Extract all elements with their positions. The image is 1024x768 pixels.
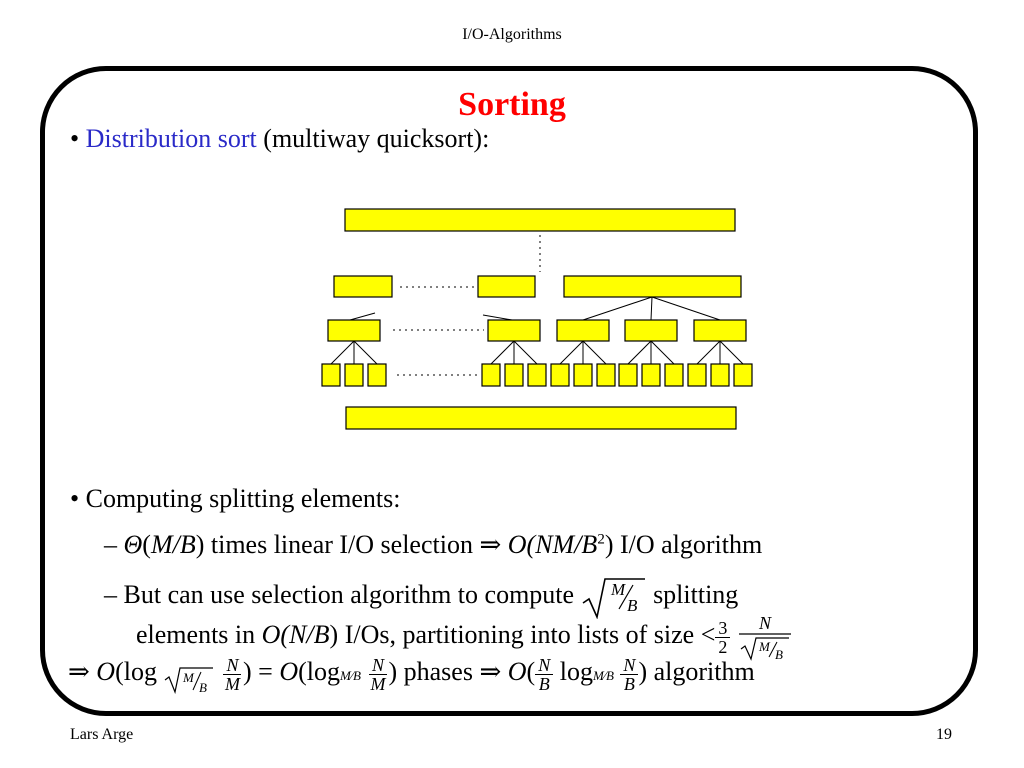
slide-header: I/O-Algorithms xyxy=(462,26,562,43)
big-o: O xyxy=(501,656,527,686)
big-o: O xyxy=(279,656,299,686)
bullet-distribution-sort: • Distribution sort (multiway quicksort)… xyxy=(70,124,489,154)
sub-dash: – xyxy=(104,530,117,559)
big-o: O xyxy=(501,530,527,559)
sub1-text: ) times linear I/O selection xyxy=(195,530,480,559)
nm-over-b: (NM/B xyxy=(526,530,598,559)
sqrt-num: M xyxy=(610,580,626,599)
log-base-m-over-b: M⁄B xyxy=(592,667,614,683)
phases-text: phases xyxy=(397,656,480,686)
n-over-b: (N/B xyxy=(280,619,330,649)
equals: = xyxy=(251,656,280,686)
line2-pre: elements in xyxy=(136,619,262,649)
svg-text:B: B xyxy=(199,680,207,694)
svg-text:M: M xyxy=(182,670,195,685)
m-over-b: M/B xyxy=(150,530,196,559)
bullet-marker: • xyxy=(70,124,80,153)
bullet-computing-splitting: • Computing splitting elements: xyxy=(70,484,401,514)
log-base-m-over-b: M⁄B xyxy=(339,667,361,683)
algorithm-text: algorithm xyxy=(647,656,755,686)
superscript-2: 2 xyxy=(597,531,605,548)
bullet1-rest: (multiway quicksort): xyxy=(256,124,490,153)
sub-bullet-selection-line2: elements in O(N/B) I/Os, partitioning in… xyxy=(136,613,793,661)
theta-symbol: Θ xyxy=(123,530,143,559)
svg-text:B: B xyxy=(775,647,783,661)
sub-bullet-theta: – Θ(M/B) times linear I/O selection ⇒ O(… xyxy=(104,530,762,560)
close-paren: ) xyxy=(638,656,648,686)
log: (log xyxy=(298,656,340,686)
bullet2-text: Computing splitting elements: xyxy=(85,484,401,513)
implies-symbol: ⇒ xyxy=(479,530,502,559)
footer-author: Lars Arge xyxy=(70,726,134,743)
big-o: O xyxy=(96,656,116,686)
bullet-marker: • xyxy=(70,484,80,513)
implies-symbol: ⇒ xyxy=(479,656,502,686)
svg-text:M: M xyxy=(758,639,771,654)
distribution-sort-highlight: Distribution sort xyxy=(85,124,257,153)
sqrt-m-over-b: M B xyxy=(582,578,645,619)
log: log xyxy=(553,656,593,686)
line2-post: ) I/Os, partitioning into lists of size … xyxy=(329,619,716,649)
sqrt-den: B xyxy=(627,596,638,615)
log: (log xyxy=(115,656,157,686)
big-o: O xyxy=(261,619,281,649)
sub2-after: splitting xyxy=(646,579,739,609)
sub2-text: But can use selection algorithm to compu… xyxy=(123,579,575,609)
open-paren: ( xyxy=(526,656,536,686)
page-number: 19 xyxy=(936,726,952,743)
svg-text:N: N xyxy=(758,613,772,633)
slide-frame xyxy=(40,66,978,716)
slide-title: Sorting xyxy=(458,86,566,123)
sub1-after: ) I/O algorithm xyxy=(604,530,763,559)
sub-bullet-selection: – But can use selection algorithm to com… xyxy=(104,575,738,619)
sub-dash: – xyxy=(104,579,117,609)
sqrt-m-over-b-subscript: M B xyxy=(165,667,214,694)
fraction-n-over-sqrt-mb: N M B xyxy=(738,613,791,661)
close-paren: ) xyxy=(242,656,252,686)
implies-symbol: ⇒ xyxy=(68,656,90,686)
close-paren: ) xyxy=(388,656,398,686)
paren: ( xyxy=(142,530,151,559)
